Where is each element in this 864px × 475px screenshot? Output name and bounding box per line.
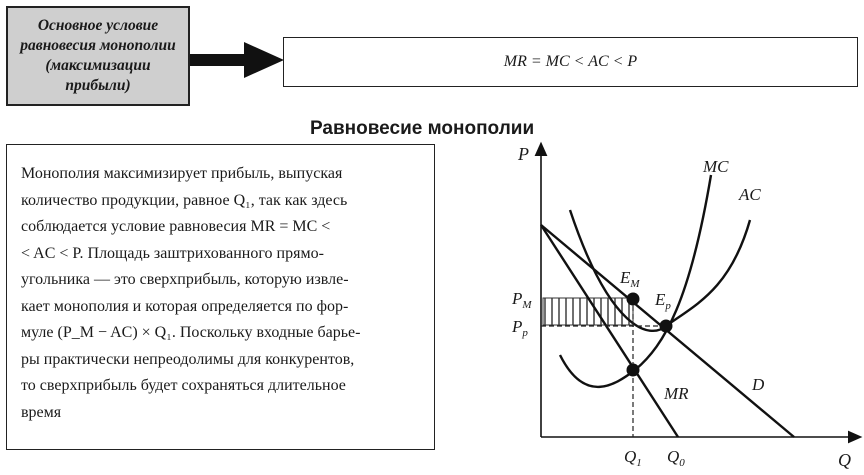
mr-label: MR — [663, 384, 689, 403]
explanation-line-1: Монополия максимизирует прибыль, выпуска… — [21, 165, 343, 182]
monopoly-equilibrium-graph: P Q MC AC D MR EM Ep PM Pp Q1 Q0 — [511, 141, 863, 470]
q0-label: Q0 — [667, 447, 685, 469]
y-axis-label: P — [517, 144, 529, 164]
explanation-line-2: количество продукции, равное Q₁, так как… — [21, 191, 348, 209]
mc-label: MC — [702, 157, 729, 176]
explanation-line-9: то сверхприбыль будет сохраняться длител… — [21, 377, 346, 394]
explanation-text-box: Монополия максимизирует прибыль, выпуска… — [6, 144, 435, 450]
condition-line-1: Основное условие — [37, 17, 159, 34]
ep-label: Ep — [654, 290, 671, 312]
explanation-line-7: муле (P_M − AC) × Q₁. Поскольку входные … — [21, 324, 361, 341]
marginal-revenue-curve — [539, 224, 680, 438]
pm-label: PM — [511, 289, 532, 311]
explanation-line-6: кает монополия и которая определяется по… — [21, 297, 349, 315]
formula-text: MR = MC < AC < P — [503, 53, 638, 70]
section-title: Равновесие монополии — [310, 118, 535, 139]
x-axis-label: Q — [838, 450, 851, 470]
q1-label: Q1 — [624, 447, 642, 469]
demand-label: D — [751, 375, 765, 394]
formula-box: MR = MC < AC < P — [283, 37, 858, 87]
condition-line-4: прибыли) — [65, 77, 131, 94]
pp-label: Pp — [511, 317, 528, 339]
equilibrium-condition-box: Основное условие равновесия монополии (м… — [6, 6, 190, 106]
condition-line-2: равновесия монополии — [20, 37, 176, 54]
em-label: EM — [619, 268, 640, 290]
profit-rectangle — [542, 297, 634, 326]
explanation-line-8: ры практически непреодолимы для конкурен… — [21, 350, 355, 368]
explanation-line-5: угольника — это сверхприбыль, которую из… — [21, 271, 349, 288]
em-point — [626, 292, 640, 306]
explanation-line-10: время — [21, 403, 62, 421]
mr-mc-intersection-point — [626, 363, 640, 377]
explanation-line-3: соблюдается условие равновесия MR = MC < — [21, 218, 331, 235]
explanation-line-4: < AC < P. Площадь заштрихованного прямо- — [21, 244, 324, 262]
condition-line-3: (максимизации — [45, 57, 151, 74]
ac-label: AC — [738, 185, 761, 204]
right-arrow-icon — [190, 42, 284, 78]
ep-point — [659, 319, 673, 333]
marginal-cost-curve — [558, 174, 713, 389]
